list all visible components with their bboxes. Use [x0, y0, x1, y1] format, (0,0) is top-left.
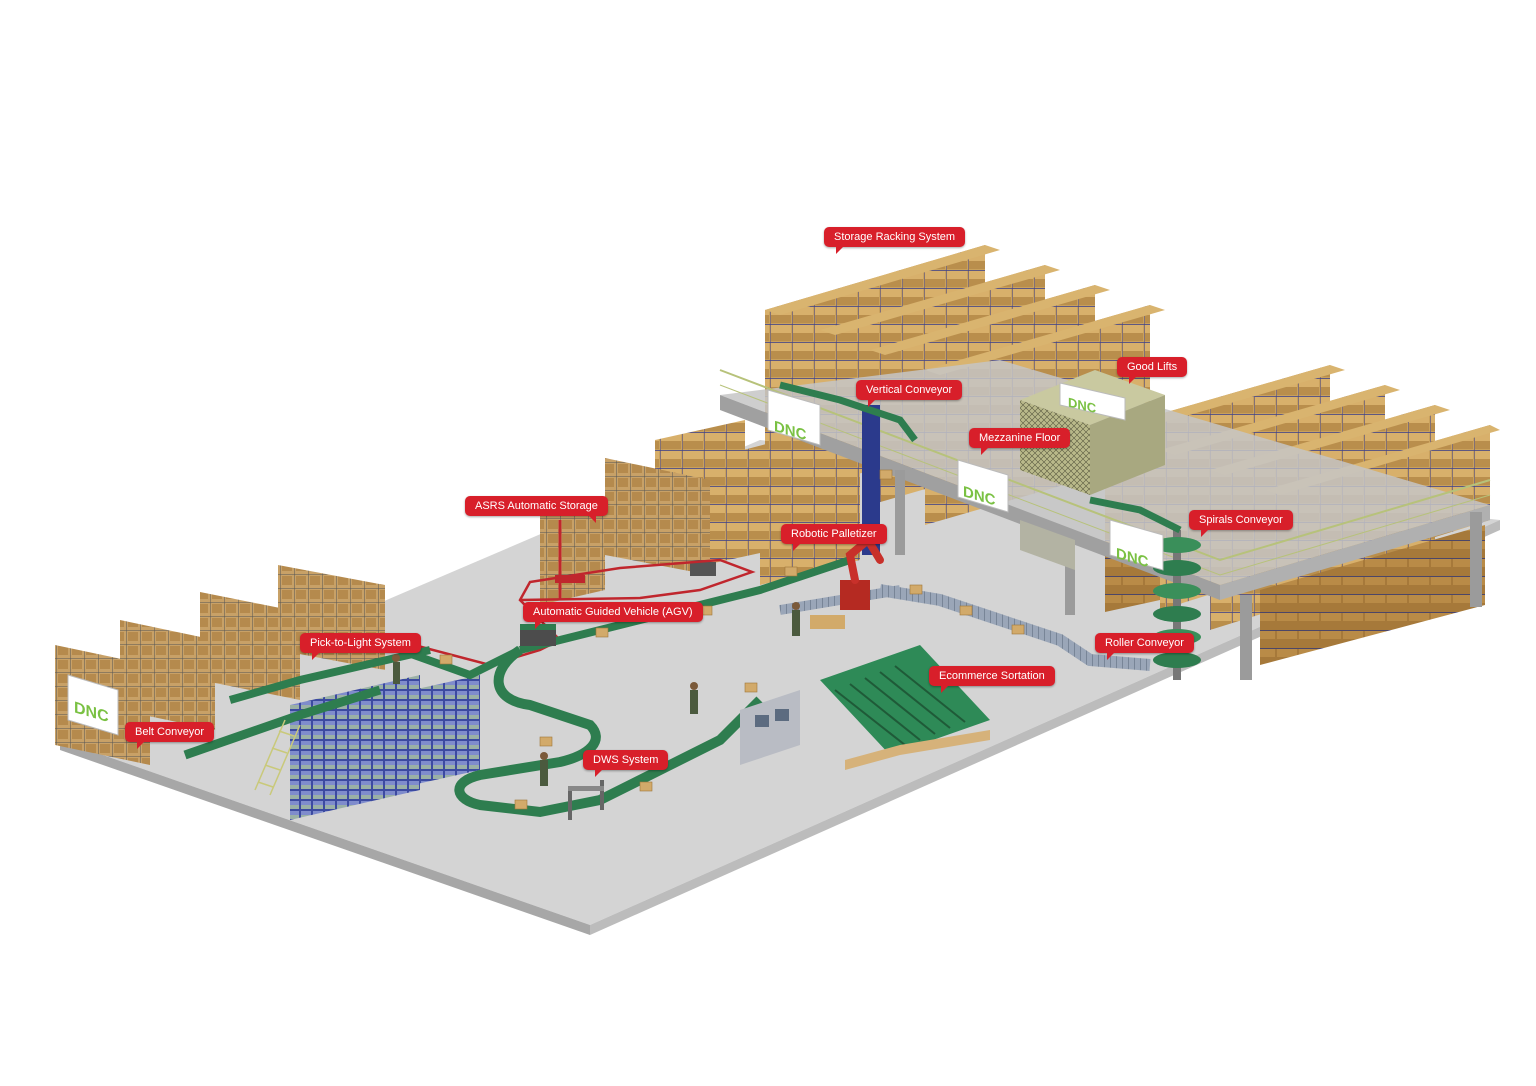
dnc-logo-sign-left: DNC — [67, 674, 119, 736]
callout-automatic-guided-vehicle: Automatic Guided Vehicle (AGV) — [523, 602, 703, 629]
callout-roller-conveyor: Roller Conveyor — [1095, 633, 1194, 660]
conveyor-boxes — [439, 469, 1025, 810]
callout-label: Belt Conveyor — [135, 726, 205, 738]
callout-good-lifts: Good Lifts — [1117, 357, 1188, 384]
callout-vertical-conveyor: Vertical Conveyor — [856, 380, 963, 407]
callout-dws-system: DWS System — [583, 750, 669, 777]
robotic-palletizer-arm — [810, 533, 884, 629]
callout-robotic-palletizer: Robotic Palletizer — [781, 524, 887, 551]
callout-ecommerce-sortation: Ecommerce Sortation — [929, 666, 1055, 693]
callout-label: Storage Racking System — [834, 231, 956, 243]
callout-mezzanine-floor: Mezzanine Floor — [969, 428, 1071, 455]
callout-label: Spirals Conveyor — [1199, 514, 1283, 526]
callout-asrs-automatic-storage: ASRS Automatic Storage — [465, 496, 608, 523]
callout-label: Ecommerce Sortation — [939, 670, 1045, 682]
ecommerce-sortation-unit — [740, 645, 990, 770]
callout-label: Good Lifts — [1127, 361, 1178, 373]
callout-label: Roller Conveyor — [1105, 637, 1184, 649]
callout-spirals-conveyor: Spirals Conveyor — [1189, 510, 1293, 537]
dnc-logo-sign-right: DNC — [1109, 519, 1164, 571]
callout-label: ASRS Automatic Storage — [475, 500, 598, 512]
callout-label: Robotic Palletizer — [791, 528, 877, 540]
callout-belt-conveyor: Belt Conveyor — [125, 722, 215, 749]
spiral-conveyor-tower — [1153, 530, 1201, 680]
conveyor-network — [183, 381, 1201, 818]
callout-label: Automatic Guided Vehicle (AGV) — [533, 606, 693, 618]
callout-label: DWS System — [593, 754, 659, 766]
callout-label: Mezzanine Floor — [979, 432, 1061, 444]
dws-scanner-frame — [568, 780, 604, 820]
dnc-logo-sign-lift: DNC — [1059, 382, 1126, 421]
workers — [392, 602, 800, 786]
good-lift-cabin — [1020, 370, 1165, 570]
callout-pick-to-light-system: Pick-to-Light System — [300, 633, 421, 660]
callout-storage-racking-system: Storage Racking System — [824, 227, 966, 254]
callout-label: Vertical Conveyor — [866, 384, 953, 396]
agv-path-line — [394, 558, 756, 667]
svg-text:DNC: DNC — [1068, 395, 1097, 416]
stairs — [254, 719, 301, 796]
callout-label: Pick-to-Light System — [310, 637, 411, 649]
